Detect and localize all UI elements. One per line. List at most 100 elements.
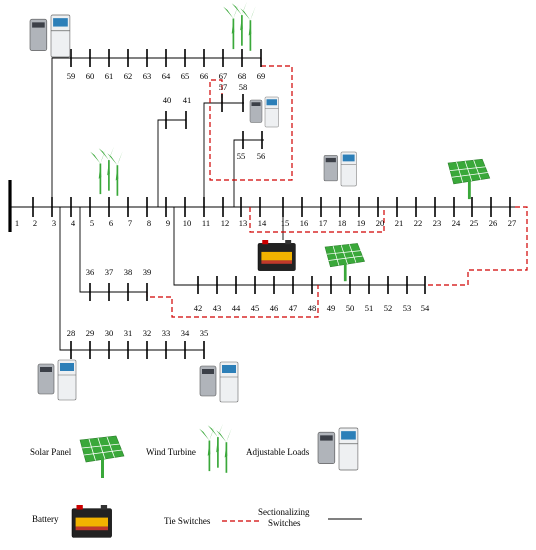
legend-battery-icon bbox=[71, 505, 112, 538]
bus-label-60: 60 bbox=[86, 71, 95, 81]
bus-label-51: 51 bbox=[365, 303, 374, 313]
wind-blade bbox=[98, 163, 102, 179]
battery-label bbox=[261, 251, 292, 261]
load-purifier-top bbox=[251, 102, 261, 106]
solar-grid bbox=[328, 255, 363, 261]
bus-label-20: 20 bbox=[376, 218, 385, 228]
bus-label-8: 8 bbox=[147, 218, 151, 228]
wind-turbine-icon bbox=[90, 146, 123, 196]
legend-solar-label: Solar Panel bbox=[30, 447, 72, 457]
legend-battery-label: Battery bbox=[32, 514, 59, 524]
load-purifier-top bbox=[40, 367, 52, 372]
bus-label-62: 62 bbox=[124, 71, 133, 81]
bus-label-13: 13 bbox=[239, 218, 248, 228]
bus-label-11: 11 bbox=[202, 218, 210, 228]
legend-sectionalizing-label: Sectionalizing Switches bbox=[258, 507, 312, 528]
load-fridge-panel bbox=[342, 154, 355, 162]
load-purifier-top bbox=[32, 22, 45, 28]
branch-57-58-line bbox=[203, 102, 244, 207]
bus-label-42: 42 bbox=[194, 303, 203, 313]
solar-grid bbox=[106, 436, 115, 458]
wind-blade bbox=[223, 6, 234, 19]
solar-grid bbox=[348, 244, 357, 263]
legend-sectionalizing-line1: Sectionalizing bbox=[258, 507, 310, 517]
wind-blade bbox=[224, 442, 228, 458]
load-purifier-top bbox=[202, 369, 214, 374]
bus-label-33: 33 bbox=[162, 328, 171, 338]
bus-label-5: 5 bbox=[90, 218, 94, 228]
adjustable-load-icon bbox=[199, 361, 239, 403]
adjustable-load-icon bbox=[29, 14, 71, 58]
wind-blade bbox=[248, 20, 252, 36]
wind-blade bbox=[117, 151, 123, 166]
bus-label-37: 37 bbox=[105, 267, 114, 277]
wind-blade bbox=[115, 165, 119, 181]
bus-label-2: 2 bbox=[33, 218, 37, 228]
bus-label-45: 45 bbox=[251, 303, 260, 313]
bus-label-28: 28 bbox=[67, 328, 76, 338]
bus-label-26: 26 bbox=[489, 218, 498, 228]
solar-grid bbox=[456, 161, 464, 183]
bus-label-23: 23 bbox=[433, 218, 442, 228]
bus-label-68: 68 bbox=[238, 71, 247, 81]
bus-label-50: 50 bbox=[346, 303, 355, 313]
legend: Solar Panel Wind Turbine Adjustable Load… bbox=[30, 447, 362, 528]
bus-label-39: 39 bbox=[143, 267, 152, 277]
load-fridge-panel bbox=[266, 99, 277, 106]
wind-blade bbox=[216, 430, 227, 443]
wind-blade bbox=[207, 440, 211, 456]
tie-switch-13-20 bbox=[249, 207, 385, 233]
bus-label-61: 61 bbox=[105, 71, 114, 81]
bus-label-10: 10 bbox=[183, 218, 192, 228]
load-fridge-panel bbox=[60, 363, 74, 371]
wind-blade bbox=[231, 18, 235, 34]
load-purifier-top bbox=[325, 157, 336, 163]
branch-59-69-line bbox=[51, 57, 261, 207]
legend-loads-label: Adjustable Loads bbox=[246, 447, 310, 457]
solar-grid bbox=[97, 437, 106, 460]
bus-label-65: 65 bbox=[181, 71, 190, 81]
bus-label-22: 22 bbox=[414, 218, 423, 228]
wind-blade bbox=[250, 6, 256, 21]
battery-terminal bbox=[76, 505, 83, 510]
bus-label-32: 32 bbox=[143, 328, 152, 338]
bus-label-16: 16 bbox=[300, 218, 309, 228]
solar-post bbox=[467, 180, 471, 200]
solar-grid bbox=[473, 160, 482, 180]
bus-label-57: 57 bbox=[219, 82, 228, 92]
branch-28-35-line bbox=[59, 207, 204, 351]
adjustable-load-icon bbox=[37, 359, 77, 401]
bus-label-53: 53 bbox=[403, 303, 412, 313]
branch-55-56-line bbox=[233, 139, 264, 207]
bus-label-67: 67 bbox=[219, 71, 228, 81]
bus-label-66: 66 bbox=[200, 71, 209, 81]
bus-label-27: 27 bbox=[508, 218, 517, 228]
solar-grid bbox=[451, 172, 488, 178]
bus-label-44: 44 bbox=[232, 303, 241, 313]
wind-blade bbox=[90, 151, 101, 164]
solar-panel-icon bbox=[447, 158, 491, 200]
bus-label-30: 30 bbox=[105, 328, 114, 338]
wind-blade bbox=[231, 3, 242, 16]
solar-grid bbox=[326, 250, 362, 255]
bus-label-29: 29 bbox=[86, 328, 95, 338]
bus-label-49: 49 bbox=[327, 303, 336, 313]
solar-grid bbox=[88, 438, 96, 461]
adjustable-load-icon bbox=[249, 96, 279, 128]
bus-label-1: 1 bbox=[15, 218, 19, 228]
battery-stripe bbox=[75, 526, 108, 531]
legend-wind-label: Wind Turbine bbox=[146, 447, 196, 457]
solar-grid bbox=[464, 160, 473, 182]
wind-turbine-icon bbox=[223, 1, 256, 51]
bus-label-59: 59 bbox=[67, 71, 76, 81]
bus-label-46: 46 bbox=[270, 303, 279, 313]
battery-label bbox=[75, 517, 108, 527]
wind-blade bbox=[100, 149, 106, 164]
bus-label-19: 19 bbox=[357, 218, 366, 228]
solar-grid bbox=[332, 245, 340, 266]
bus-label-36: 36 bbox=[86, 267, 95, 277]
bus-label-4: 4 bbox=[71, 218, 76, 228]
bus-label-52: 52 bbox=[384, 303, 393, 313]
bus-label-24: 24 bbox=[452, 218, 461, 228]
bus-label-40: 40 bbox=[163, 95, 172, 105]
